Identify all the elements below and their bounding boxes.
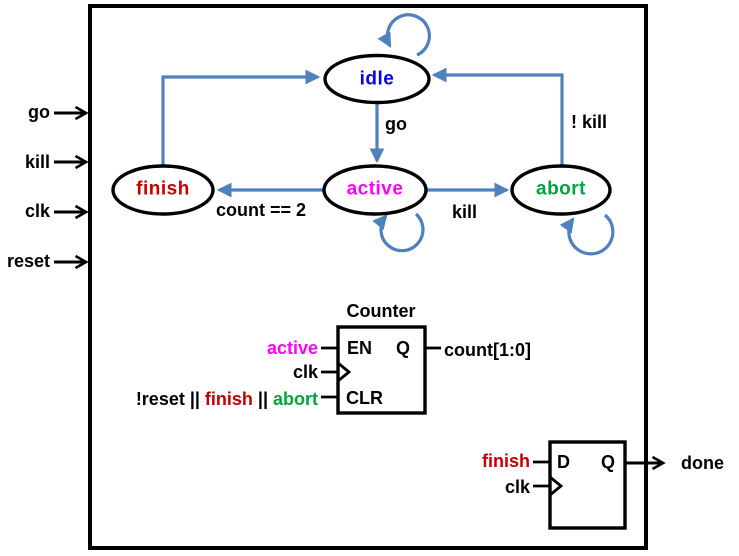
state-label-idle: idle bbox=[359, 68, 395, 90]
counter-box bbox=[336, 325, 427, 415]
state-ellipse-active bbox=[322, 164, 428, 216]
dff-port-d: D bbox=[557, 452, 570, 472]
self-loop-active bbox=[372, 212, 425, 253]
dff-input-clk: clk bbox=[504, 477, 530, 497]
self-loop-idle bbox=[377, 13, 431, 57]
counter-output-count: count[1:0] bbox=[444, 340, 531, 360]
input-label-go: go bbox=[28, 102, 50, 122]
clr-expr-abort: abort bbox=[273, 389, 318, 409]
state-ellipse-idle bbox=[323, 53, 431, 105]
transition-label-kill: kill bbox=[452, 202, 478, 222]
input-label-clk: clk bbox=[24, 201, 50, 221]
counter-title: Counter bbox=[346, 301, 416, 321]
state-ellipse-abort bbox=[510, 164, 612, 216]
transition-label-count-eq-2: count == 2 bbox=[216, 200, 307, 220]
counter-input-clr-expression: !reset || finish || abort bbox=[136, 390, 318, 408]
output-label-done: done bbox=[681, 453, 724, 473]
clr-expr-reset: !reset || bbox=[135, 389, 205, 409]
counter-port-clr: CLR bbox=[346, 388, 383, 408]
transition-label-not-kill: ! kill bbox=[571, 112, 608, 132]
module-boundary bbox=[88, 4, 648, 550]
counter-input-active: active bbox=[266, 338, 318, 358]
transition-finish-to-idle bbox=[161, 69, 321, 166]
dff-input-finish: finish bbox=[482, 451, 530, 471]
state-label-active: active bbox=[346, 178, 404, 200]
clr-expr-or: || bbox=[252, 389, 273, 409]
counter-clock-wedge-icon bbox=[337, 361, 352, 383]
transition-abort-to-idle bbox=[431, 67, 564, 166]
clr-expr-finish: finish bbox=[204, 389, 253, 409]
dff-port-q: Q bbox=[600, 452, 616, 472]
state-ellipse-finish bbox=[111, 164, 215, 216]
dff-clock-wedge-icon bbox=[549, 475, 564, 497]
counter-input-clk: clk bbox=[292, 362, 318, 382]
counter-port-en: EN bbox=[347, 338, 373, 358]
input-label-reset: reset bbox=[6, 251, 50, 271]
state-label-finish: finish bbox=[136, 178, 190, 200]
state-label-abort: abort bbox=[536, 178, 586, 200]
transition-label-go: go bbox=[385, 114, 407, 134]
self-loop-abort bbox=[559, 213, 615, 256]
counter-port-q: Q bbox=[395, 338, 411, 358]
input-label-kill: kill bbox=[24, 152, 50, 172]
